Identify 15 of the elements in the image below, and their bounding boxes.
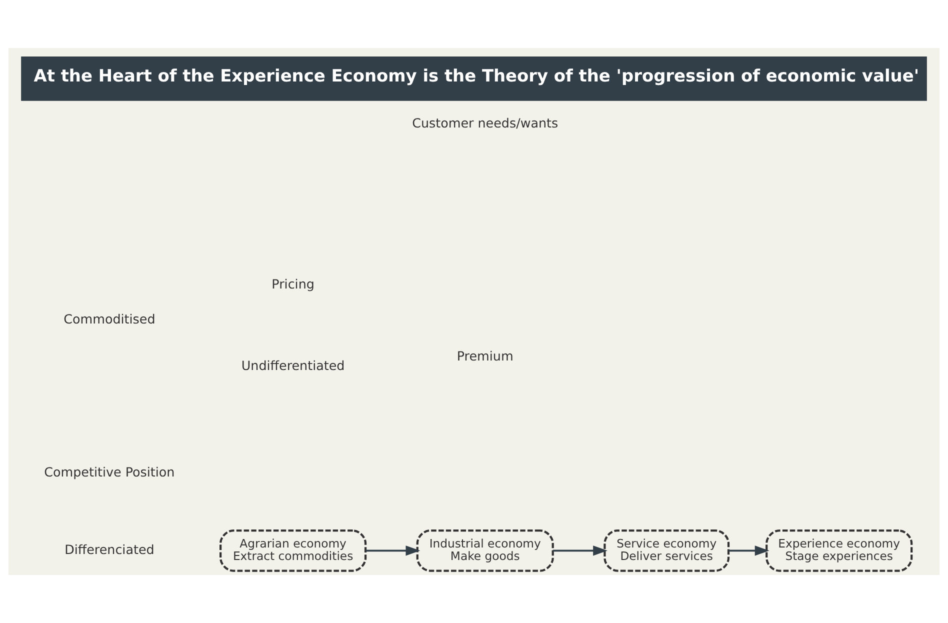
node-box: Agrarian economy Extract commodities (220, 530, 367, 572)
label: Commoditised (64, 311, 156, 326)
label: Undifferentiated (241, 358, 345, 373)
arrow (728, 546, 770, 556)
label: Customer needs/wants (412, 115, 558, 130)
arrow (366, 546, 420, 556)
node-box: Industrial economy Make goods (416, 530, 554, 572)
label: Pricing (272, 276, 314, 292)
label: Differenciated (64, 542, 154, 557)
diagram-title: At the Heart of the Experience Economy is the Theory of the 'progression of economic value' (34, 66, 920, 86)
arrow (552, 546, 608, 556)
label: Competitive Position (44, 464, 175, 480)
node-box: Service economy Deliver services (604, 530, 730, 572)
label: Premium (456, 348, 514, 364)
node-box: Experience economy Stage experiences (766, 530, 913, 572)
